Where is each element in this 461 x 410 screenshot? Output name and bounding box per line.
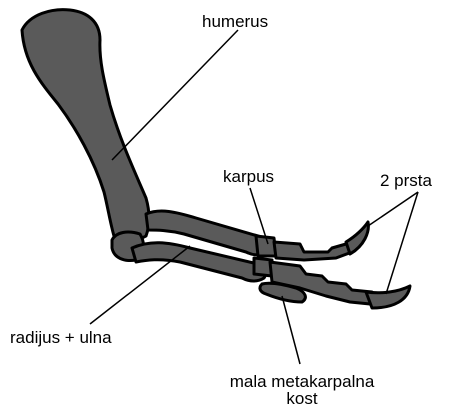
prsta-label: 2 prsta [380, 171, 432, 190]
humerus-label: humerus [202, 12, 268, 31]
humerus-leader-line [112, 30, 238, 160]
metakarpal-label-line2: kost [222, 389, 382, 408]
humerus-bone [22, 10, 149, 241]
prsta-leader-line-2 [386, 192, 418, 294]
prsta-leader-line-1 [368, 192, 418, 226]
radijus-ulna-label: radijus + ulna [10, 328, 112, 347]
karpus-label: karpus [223, 167, 274, 186]
metakarpal-leader-line [282, 296, 300, 364]
upper-finger-claw [346, 222, 368, 254]
